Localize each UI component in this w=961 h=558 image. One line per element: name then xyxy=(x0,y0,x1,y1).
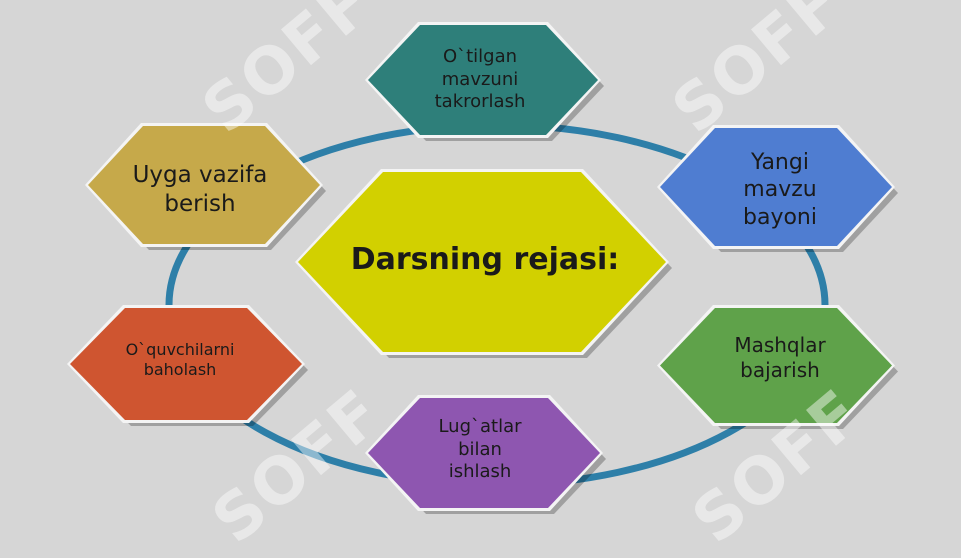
lesson-plan-diagram: SOFF SOFF SOFF SOFF Darsning rejasi: O`t… xyxy=(67,0,898,558)
center-hexagon xyxy=(298,172,666,352)
step-exercises-hexagon xyxy=(660,308,892,423)
diagram-canvas xyxy=(67,22,898,514)
step-new-topic-hexagon xyxy=(660,128,892,246)
step-grading-hexagon xyxy=(70,308,302,420)
step-homework-hexagon xyxy=(88,126,320,244)
step-review-hexagon xyxy=(368,25,598,135)
step-vocab-hexagon xyxy=(368,398,600,508)
